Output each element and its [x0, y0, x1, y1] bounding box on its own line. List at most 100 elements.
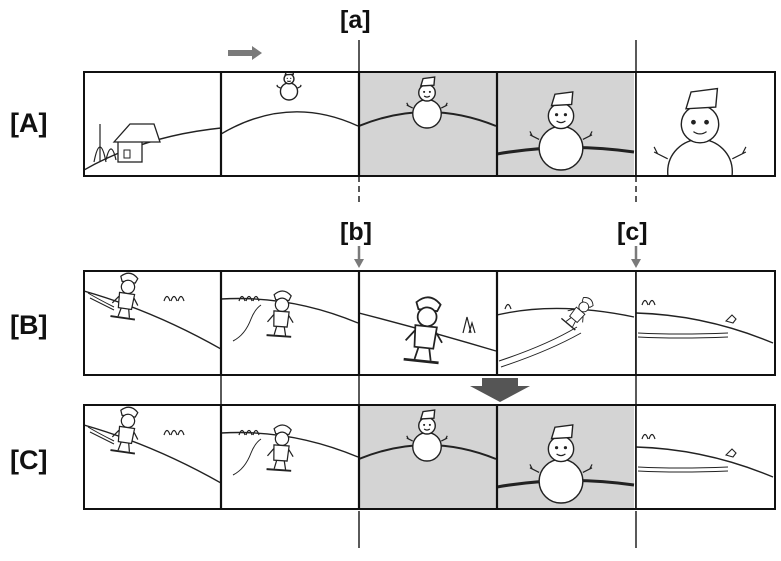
skier-skis: [110, 315, 136, 321]
tree-shape: [641, 299, 649, 306]
skier-body: [117, 291, 136, 311]
snowman-mouth: [423, 95, 431, 98]
snowman-eye: [428, 423, 431, 426]
frame-b-1: [83, 270, 222, 376]
skier-legs: [273, 460, 287, 470]
skier-figure: [110, 272, 139, 321]
snowman-eye: [423, 90, 426, 93]
snowman-body: [538, 125, 584, 171]
frame-scene-snowman-large-gray: [497, 72, 636, 176]
tree-shape: [93, 124, 107, 163]
filmstrip-row-b: [83, 270, 776, 376]
hill-fill: [359, 112, 496, 176]
tree-shape: [648, 299, 656, 306]
tree-shape: [238, 429, 246, 436]
frame-background: [84, 271, 221, 375]
tree-shape: [170, 429, 178, 436]
hill-fill: [359, 445, 496, 509]
skier-legs: [273, 326, 287, 336]
tree-shape: [238, 295, 246, 302]
frame-background: [221, 271, 359, 375]
frame-c-2: [220, 404, 360, 510]
skier-hat: [581, 297, 594, 308]
snowman-head: [418, 83, 436, 102]
tree-shape: [252, 295, 260, 302]
ski-track: [637, 332, 729, 339]
arrows: [228, 46, 641, 402]
snowman-eye: [554, 446, 559, 450]
tree-shape: [177, 295, 185, 302]
skier-head: [274, 431, 290, 447]
filmstrip-row-c: [83, 404, 776, 510]
snowman-arm-left: [529, 131, 540, 140]
tree-shape: [105, 148, 117, 161]
snowman-head: [680, 104, 720, 144]
snowman-arm-left: [529, 464, 540, 473]
tree-shape: [504, 303, 512, 310]
ski-track: [637, 466, 729, 473]
right-arrow-icon: [228, 46, 262, 60]
snowman-arm-right: [440, 102, 448, 109]
snowman-arm-right: [732, 146, 747, 160]
filmstrip-border: [83, 71, 776, 177]
ski-track: [498, 326, 582, 368]
frame-scene-skier-fall: [497, 271, 636, 375]
snowman-mouth: [556, 453, 566, 457]
marker-label-a: [a]: [340, 6, 371, 34]
frame-scene-snowman-closeup: [636, 72, 775, 176]
skier-arms: [111, 429, 139, 440]
filmstrip-border: [83, 270, 776, 376]
divider-lines: [220, 40, 637, 548]
hill-line: [84, 290, 221, 350]
fallen-skier: [724, 448, 737, 458]
skier-figure: [403, 296, 443, 365]
frame-scene-skier-far: [636, 271, 775, 375]
snowman-arm-left: [276, 84, 281, 89]
hill-line: [221, 111, 359, 135]
tree-shape: [170, 295, 178, 302]
skier-skis: [403, 357, 439, 365]
frame-scene-skier-closeup: [359, 271, 497, 375]
hill-line: [221, 431, 359, 458]
hill-line: [636, 446, 774, 478]
tree-shape: [245, 429, 253, 436]
small-down-arrow-icon: [354, 259, 364, 268]
snowman-eye: [691, 119, 696, 125]
skier-arms: [567, 308, 584, 323]
snowman-bucket: [550, 424, 574, 440]
snowman-mouth: [286, 80, 292, 83]
frame-background: [84, 405, 221, 509]
snowman-eye: [428, 90, 431, 93]
snowman-mouth: [556, 120, 566, 124]
row-label-c: [C]: [10, 445, 48, 475]
hill-line: [497, 307, 635, 318]
tree-shape: [245, 295, 253, 302]
skier-arms: [267, 314, 294, 324]
snowman-bucket: [550, 91, 574, 107]
snowman-body: [279, 82, 299, 101]
tree-shape: [163, 429, 171, 436]
tree-shape: [648, 433, 656, 440]
snowman-body: [667, 138, 733, 176]
filmstrip-border: [83, 404, 776, 510]
snowman-arm-right: [297, 84, 302, 89]
frame-b-3: [358, 270, 498, 376]
hill-line: [221, 297, 359, 324]
frame-c-3: [358, 404, 498, 510]
snowman-bucket: [419, 76, 436, 87]
frame-b-5: [635, 270, 776, 376]
frame-scene-skier-1: [84, 405, 221, 509]
tree-shape: [177, 429, 185, 436]
snowman-eye: [290, 77, 292, 79]
frame-scene-house: [84, 72, 221, 176]
skier-arms: [111, 295, 139, 306]
ski-track: [87, 426, 115, 445]
snowman-head: [547, 435, 575, 463]
house-roof: [112, 123, 161, 143]
frame-c-5: [635, 404, 776, 510]
house-window: [123, 149, 131, 159]
frame-background: [221, 405, 359, 509]
frame-scene-snowman-small: [221, 72, 359, 176]
